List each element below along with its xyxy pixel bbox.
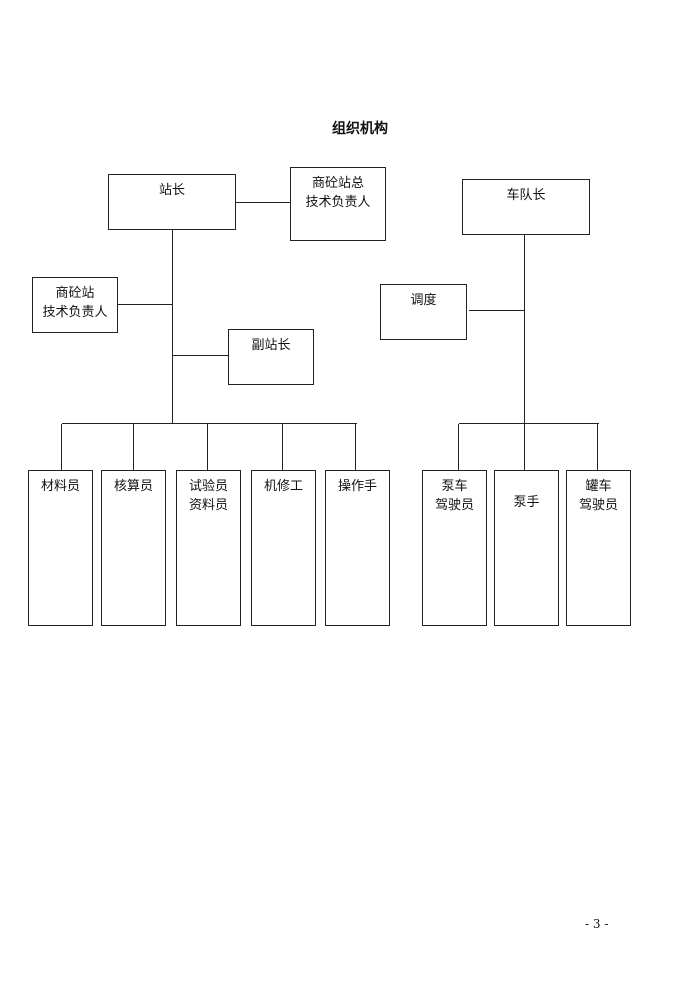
node-chief-tech: 商砼站总技术负责人: [290, 167, 386, 241]
node-staff: 材料员: [28, 470, 93, 626]
connector: [469, 310, 525, 311]
node-label: 副站长: [251, 338, 291, 353]
node-tech: 商砼站技术负责人: [32, 277, 118, 333]
page-number: - 3 -: [585, 917, 609, 931]
node-label: 驾驶员: [578, 498, 618, 513]
node-label: 核算员: [113, 479, 153, 494]
node-label: 材料员: [40, 479, 80, 494]
node-label: 驾驶员: [434, 498, 474, 513]
node-label: 操作手: [337, 479, 377, 494]
node-label: 罐车: [585, 479, 612, 494]
connector: [61, 424, 62, 470]
node-label: 技术负责人: [305, 195, 371, 210]
node-label: 资料员: [188, 498, 228, 513]
node-label: 机修工: [263, 479, 303, 494]
node-label: 泵手: [513, 495, 540, 510]
node-label: 试验员: [188, 479, 228, 494]
connector: [236, 202, 290, 203]
node-fleet-head: 车队长: [462, 179, 590, 235]
connector: [597, 424, 598, 470]
node-label: 车队长: [506, 188, 546, 203]
connector: [282, 424, 283, 470]
connector: [459, 423, 599, 424]
node-staff: 泵手: [494, 470, 559, 626]
connector: [172, 230, 173, 424]
node-station-head: 站长: [108, 174, 236, 230]
connector: [458, 424, 459, 470]
node-staff: 泵车驾驶员: [422, 470, 487, 626]
connector: [173, 355, 228, 356]
connector: [524, 235, 525, 470]
node-deputy: 副站长: [228, 329, 314, 385]
node-staff: 操作手: [325, 470, 390, 626]
connector: [355, 424, 356, 470]
page-title: 组织机构: [332, 121, 388, 137]
node-label: 商砼站总: [311, 176, 364, 191]
node-staff: 试验员资料员: [176, 470, 241, 626]
node-dispatch: 调度: [380, 284, 467, 340]
connector: [207, 424, 208, 470]
connector: [133, 424, 134, 470]
node-label: 技术负责人: [42, 305, 108, 320]
connector: [62, 423, 357, 424]
node-staff: 罐车驾驶员: [566, 470, 631, 626]
node-label: 泵车: [441, 479, 468, 494]
node-staff: 机修工: [251, 470, 316, 626]
node-label: 站长: [158, 183, 185, 198]
node-staff: 核算员: [101, 470, 166, 626]
connector: [118, 304, 173, 305]
node-label: 调度: [410, 293, 437, 308]
node-label: 商砼站: [55, 286, 95, 301]
